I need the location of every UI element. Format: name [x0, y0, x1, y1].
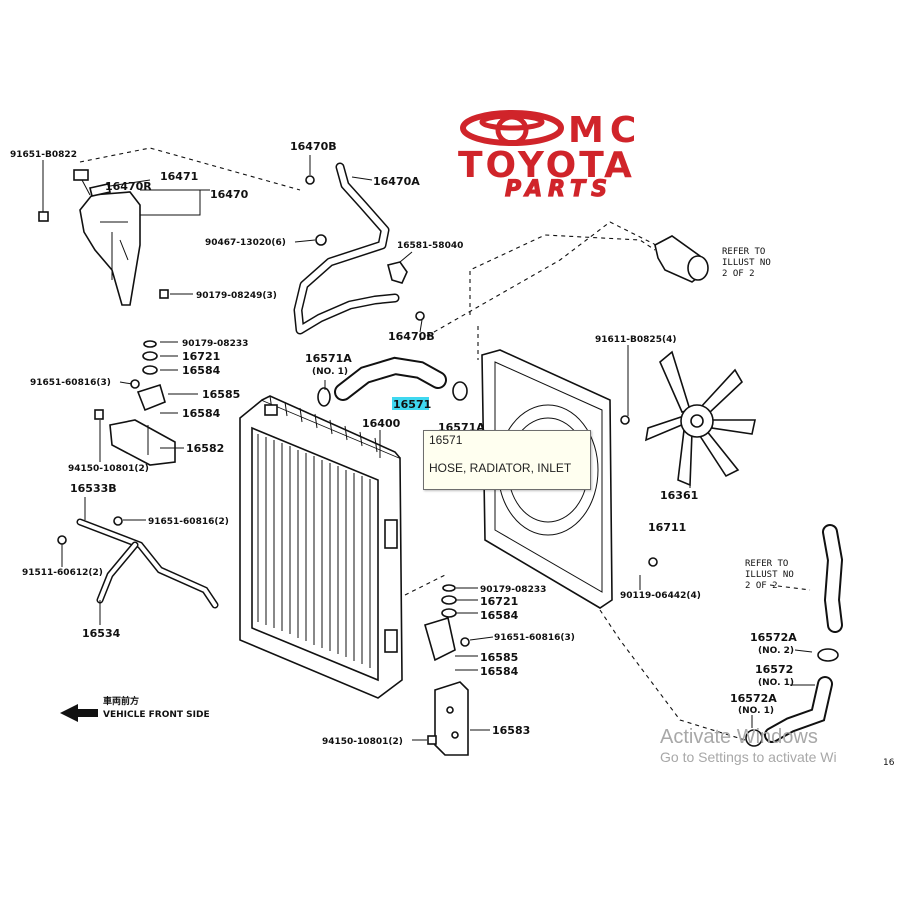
label-16361: 16361 [660, 489, 698, 502]
highlight-16571 [392, 397, 429, 410]
label-16400: 16400 [362, 417, 401, 430]
label-91651-b0822: 91651-B0822 [10, 150, 77, 160]
part-labels: 91651-B0822 16470R 16471 16470 16470B 16… [10, 140, 797, 747]
label-94150-10801-bot: 94150-10801(2) [322, 737, 403, 747]
watermark-title: Activate Windows [660, 726, 818, 748]
label-90179-08249: 90179-08249(3) [196, 291, 277, 301]
label-16584-top2: 16584 [182, 407, 221, 420]
refer-top-line3: 2 OF 2 [722, 269, 755, 279]
activate-windows-watermark: Activate Windows Go to Settings to activ… [660, 726, 837, 765]
label-16721-top: 16721 [182, 350, 220, 363]
water-inlet-housing [654, 235, 709, 283]
radiator-16400 [239, 395, 403, 699]
tooltip-part-description: HOSE, RADIATOR, INLET [429, 461, 572, 475]
refer-mid-line3: 2 OF 2 [745, 581, 778, 591]
reference-dashed-lines [79, 147, 811, 741]
label-16572a-no1: 16572A [730, 692, 777, 705]
label-16572-sub: (NO. 1) [758, 678, 794, 688]
label-16572: 16572 [755, 663, 793, 676]
label-16470: 16470 [210, 188, 249, 201]
label-16584-top: 16584 [182, 364, 221, 377]
label-90179-08233-bot: 90179-08233 [480, 585, 546, 595]
label-91651-60816-left: 91651-60816(3) [30, 378, 111, 388]
label-16721-bot: 16721 [480, 595, 518, 608]
label-16584-bot: 16584 [480, 609, 519, 622]
label-16583: 16583 [492, 724, 530, 737]
page-number: 16 [883, 758, 895, 768]
label-91611-b0825: 91611-B0825(4) [595, 335, 676, 345]
lower-hose-16572 [745, 524, 844, 747]
label-16582: 16582 [186, 442, 224, 455]
vehicle-front-en: VEHICLE FRONT SIDE [103, 710, 210, 720]
label-16470b-mid: 16470B [388, 330, 435, 343]
toyota-emblem-icon [460, 110, 564, 146]
refer-mid-line2: ILLUST NO [745, 570, 794, 580]
brand-line-toyota: TOYOTA [458, 145, 635, 186]
brand-line-parts: PARTS [505, 177, 613, 202]
label-16581-58040: 16581-58040 [397, 241, 463, 251]
stay-rod-16534 [57, 516, 219, 609]
label-91511-60612: 91511-60612(2) [22, 568, 103, 578]
label-94150-10801-left: 94150-10801(2) [68, 464, 149, 474]
label-16470b-top: 16470B [290, 140, 337, 153]
label-16571a-top-no: (NO. 1) [312, 367, 348, 377]
brand-line-mc: MC [568, 110, 642, 151]
label-91651-60816-bot: 91651-60816(3) [494, 633, 575, 643]
label-16571[interactable]: 16571 [393, 398, 431, 411]
label-16585-top: 16585 [202, 388, 240, 401]
vehicle-front-arrow-icon [60, 704, 98, 722]
label-16572a-no2-sub: (NO. 2) [758, 646, 794, 656]
refer-mid-line1: REFER TO [745, 559, 788, 569]
label-16533b: 16533B [70, 482, 117, 495]
brand-logo: MC TOYOTA PARTS [458, 110, 642, 203]
label-16470r: 16470R [105, 180, 152, 193]
refer-top-line1: REFER TO [722, 247, 765, 257]
label-16571a-top: 16571A [305, 352, 352, 365]
label-16711: 16711 [648, 521, 686, 534]
overflow-hose-16470a [293, 162, 425, 335]
label-90119-06442: 90119-06442(4) [620, 591, 701, 601]
label-90179-08233-top: 90179-08233 [182, 339, 248, 349]
refer-top-line2: ILLUST NO [722, 258, 771, 268]
inlet-hose-16571 [317, 356, 468, 407]
label-16471: 16471 [160, 170, 198, 183]
label-16584-bot2: 16584 [480, 665, 519, 678]
lower-support-16583 [424, 584, 470, 756]
label-16572a-no2: 16572A [750, 631, 797, 644]
leader-lines [61, 155, 815, 741]
label-91651-60816-mid: 91651-60816(2) [148, 517, 229, 527]
part-tooltip: 16571 HOSE, RADIATOR, INLET [423, 430, 591, 490]
label-16585-bot: 16585 [480, 651, 518, 664]
label-16534: 16534 [82, 627, 121, 640]
watermark-subtitle: Go to Settings to activate Wi [660, 749, 837, 765]
label-16572a-no1-sub: (NO. 1) [738, 706, 774, 716]
cooling-fan-16361 [644, 350, 756, 487]
tooltip-part-code: 16571 [429, 433, 463, 447]
reserve-tank-16470 [38, 160, 169, 306]
label-90467-13020: 90467-13020(6) [205, 238, 286, 248]
label-16470a: 16470A [373, 175, 420, 188]
upper-support-16582 [94, 340, 176, 466]
vehicle-front-jp: 車両前方 [103, 695, 139, 707]
